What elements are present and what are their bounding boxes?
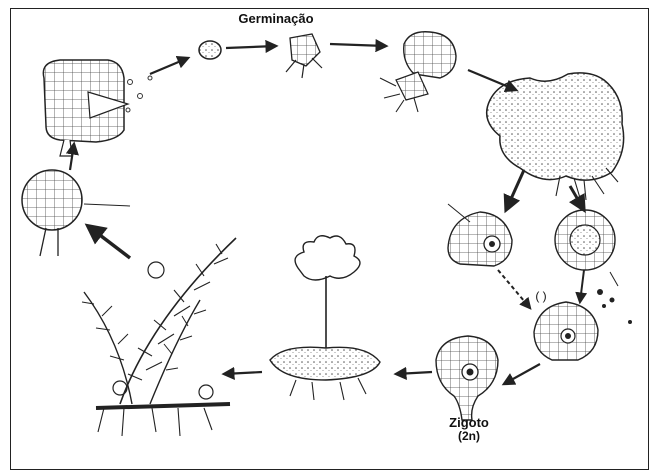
sporangium-closed — [22, 170, 130, 256]
antheridium — [448, 204, 512, 266]
zygote-label: Zigoto — [434, 416, 504, 429]
sporangium-open — [43, 60, 152, 156]
young-sporophyte — [270, 236, 380, 400]
zygote-archegonium — [436, 336, 498, 420]
blank-marker-label: ( ) — [526, 290, 556, 302]
mature-fern — [82, 238, 236, 436]
young-prothallus — [380, 32, 456, 112]
mature-prothallus — [487, 73, 624, 200]
zygote-ploidy-label: (2n) — [434, 430, 504, 442]
germination-label: Germinação — [226, 12, 326, 25]
spore — [199, 41, 221, 59]
fertilization-archegonium — [534, 302, 598, 360]
germinating-spore — [286, 34, 322, 78]
